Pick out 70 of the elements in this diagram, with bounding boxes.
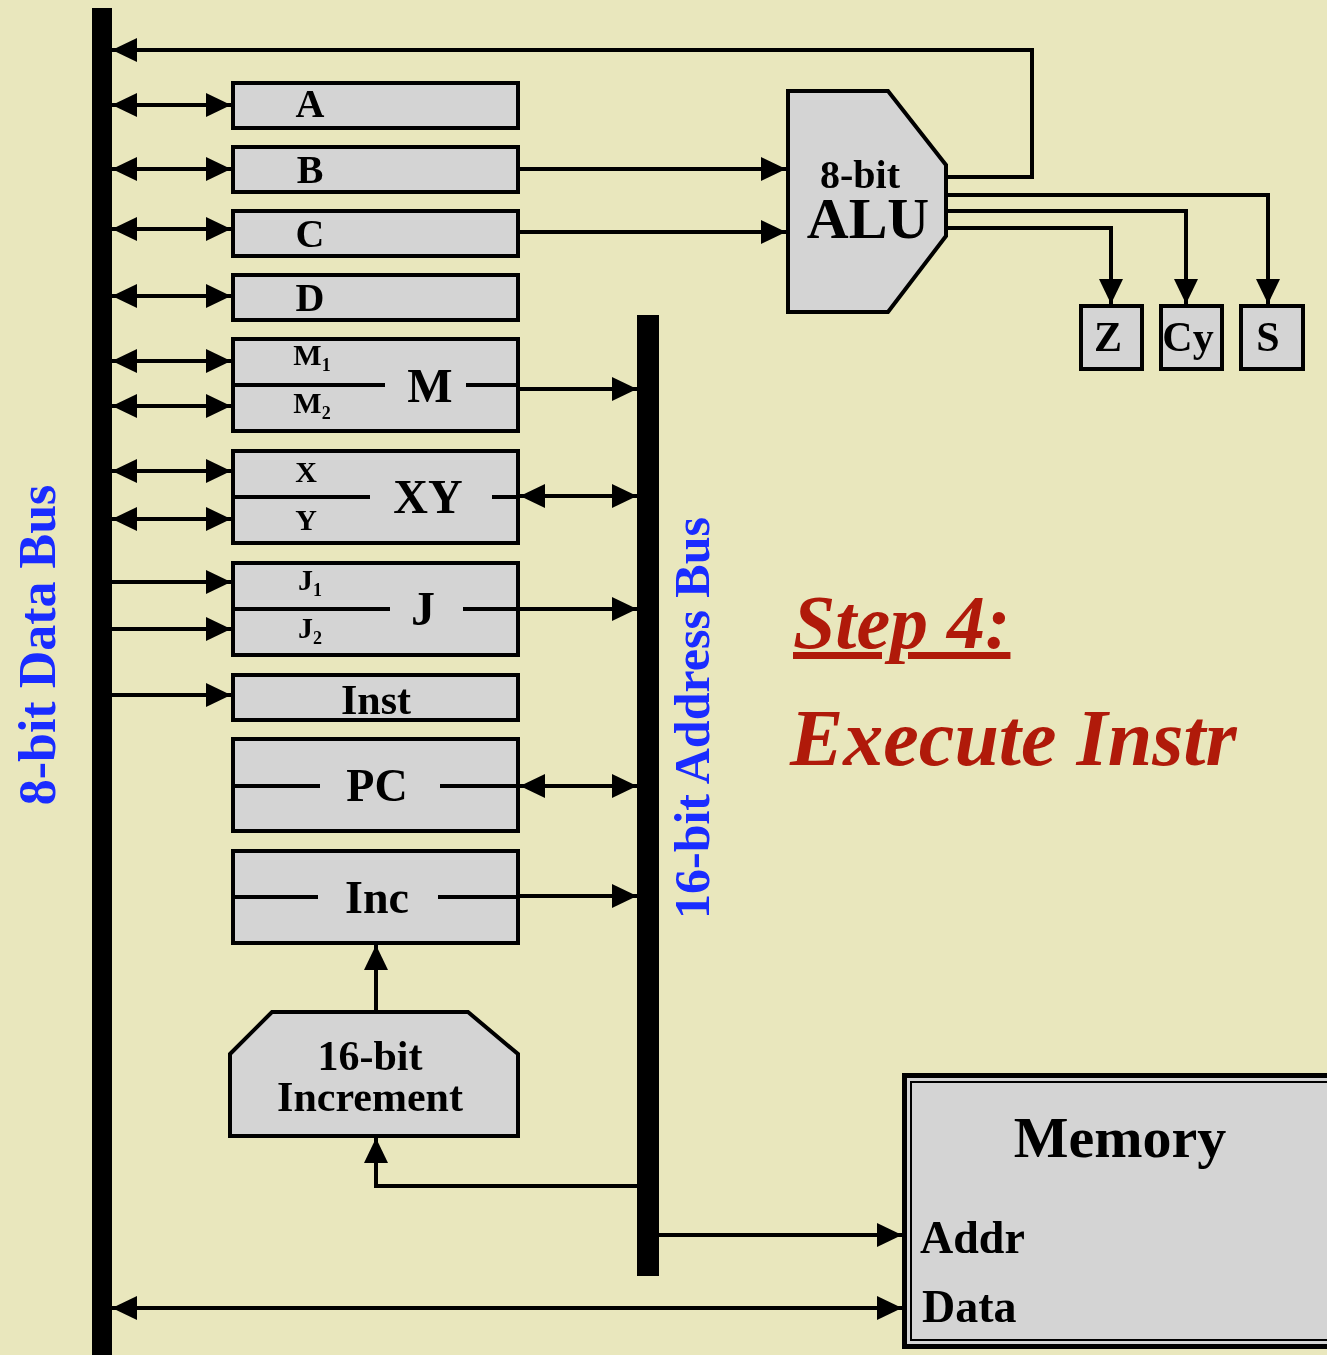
- flag-label: Cy: [1162, 316, 1214, 358]
- register-label: D: [295, 278, 325, 318]
- arrow: [112, 349, 231, 373]
- flag-box: [1079, 304, 1144, 371]
- arrow: [948, 193, 1280, 304]
- arrow: [112, 459, 231, 483]
- bus-label: 16-bit Address Bus: [667, 517, 717, 919]
- data-bus-bar: [92, 8, 112, 1355]
- register-box: [231, 209, 520, 258]
- register-label: B: [296, 150, 324, 190]
- arrow: [364, 1138, 637, 1188]
- register-box: [231, 81, 520, 130]
- flag-label: Z: [1094, 316, 1122, 358]
- flag-box: [1239, 304, 1305, 371]
- arrow: [112, 394, 231, 418]
- register-label: C: [295, 214, 325, 254]
- arrow: [112, 570, 231, 594]
- arrow: [948, 209, 1198, 304]
- register-label: M: [407, 362, 453, 410]
- arrow: [112, 284, 231, 308]
- arrow: [112, 1296, 902, 1320]
- arrow: [112, 38, 1034, 179]
- register-half-label: M$_{1}$: [293, 340, 331, 374]
- arrow: [112, 507, 231, 531]
- register-label: PC: [346, 763, 408, 809]
- memory-label: Memory: [1013, 1109, 1227, 1167]
- arrow: [948, 226, 1123, 304]
- flag-box: [1159, 304, 1224, 371]
- register-box: [231, 449, 520, 545]
- arrow: [520, 220, 786, 244]
- bus-label: 8-bit Data Bus: [12, 484, 64, 806]
- arrow: [520, 484, 637, 508]
- arrow: [112, 617, 231, 641]
- register-box: [231, 145, 520, 194]
- register-label: J: [411, 585, 435, 633]
- register-half-label: J$_{2}$: [298, 613, 322, 647]
- arrow: [364, 945, 388, 1010]
- address-bus-bar: [637, 315, 659, 1276]
- register-box: [231, 737, 520, 833]
- arrow: [520, 157, 786, 181]
- arrow: [112, 93, 231, 117]
- register-box: [231, 561, 520, 657]
- register-half-label: Y: [295, 505, 317, 535]
- register-label: A: [295, 84, 325, 124]
- register-half-label: J$_{1}$: [298, 565, 322, 599]
- arrow: [520, 377, 637, 401]
- arrow: [112, 217, 231, 241]
- arrow: [659, 1223, 902, 1247]
- port-label: Data: [922, 1284, 1017, 1330]
- arrow: [520, 884, 637, 908]
- flag-label: S: [1256, 316, 1280, 358]
- step-heading: Execute Instr: [790, 698, 1237, 778]
- incrementer-label: 16-bit Increment: [276, 1035, 464, 1119]
- register-box: [231, 273, 520, 322]
- register-label: Inst: [341, 679, 411, 721]
- arrow: [520, 597, 637, 621]
- arrow: [112, 157, 231, 181]
- register-box: [231, 673, 520, 722]
- register-label: Inc: [345, 875, 409, 921]
- register-box: [231, 337, 520, 433]
- register-half-label: M$_{2}$: [293, 388, 331, 422]
- register-label: XY: [393, 473, 463, 521]
- port-label: Addr: [920, 1215, 1025, 1261]
- arrow: [520, 774, 637, 798]
- register-half-label: X: [295, 457, 317, 487]
- incrementer-shape: [228, 1010, 520, 1138]
- register-box: [231, 849, 520, 945]
- arrow: [112, 683, 231, 707]
- alu-shape: [786, 89, 948, 314]
- memory-box: [902, 1073, 1327, 1349]
